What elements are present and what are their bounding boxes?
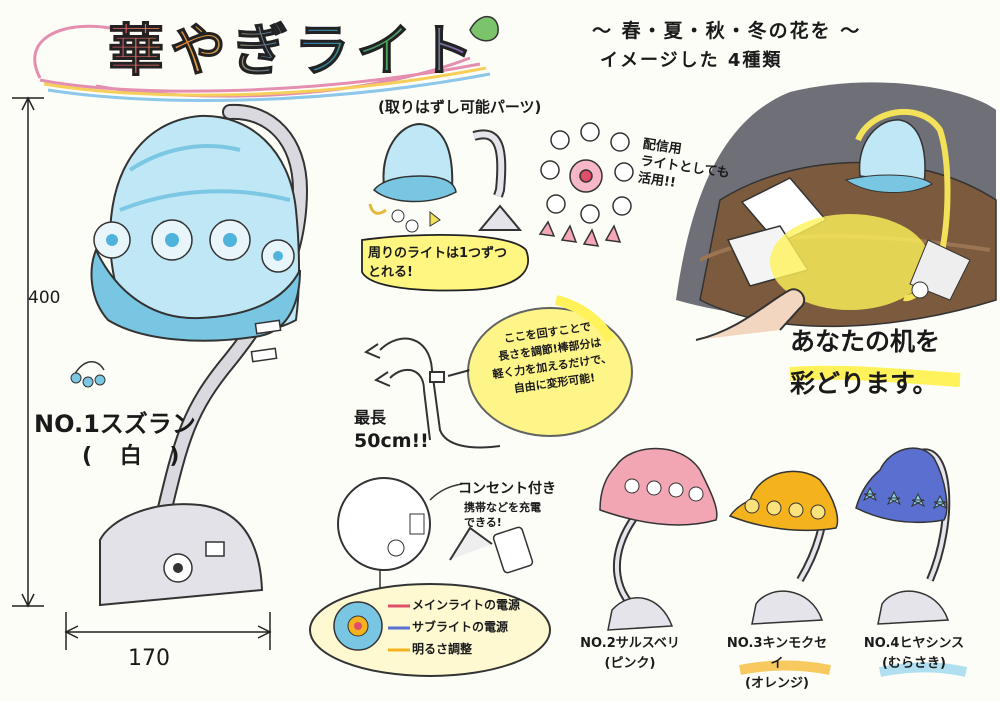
surrounding-lights-line-1: 周りのライトは1つずつ <box>368 246 508 261</box>
variant-lamp-3-illustration <box>728 470 839 625</box>
surrounding-lights-line-2: とれる! <box>368 265 413 280</box>
yellow-swoosh-decoration <box>554 295 615 343</box>
variant-2-model: NO.2サルスベリ <box>580 636 680 651</box>
variant-4-model: NO.4ヒヤシンス <box>863 636 965 651</box>
flower-ring-illustration <box>538 122 634 247</box>
variant-3-label-highlight <box>739 660 831 675</box>
main-light-power-label: メインライトの電源 <box>412 598 521 612</box>
page-title: 華やぎライト <box>107 6 480 87</box>
removable-pole-illustration <box>472 129 523 231</box>
title-swirl-decoration <box>33 16 499 103</box>
outlet-illustration <box>337 477 534 592</box>
variant-lamp-4-illustration <box>855 447 951 625</box>
variant-3-label: NO.3キンモクセイ (オレンジ) <box>722 634 832 694</box>
removable-shade-illustration <box>368 122 457 233</box>
width-dimension-label: 170 <box>128 646 170 671</box>
switch-panel-illustration <box>309 583 551 677</box>
adjust-note-bubble <box>467 307 633 437</box>
sub-light-power-label: サブライトの電源 <box>412 620 509 634</box>
max-length-value: 50cm!! <box>354 430 429 452</box>
main-lamp-illustration <box>90 103 309 607</box>
desk-message-line-2: 彩どります。 <box>790 369 938 398</box>
outlet-line-1: 携帯などを充電 <box>464 501 541 514</box>
desk-message-line-1: あなたの机を <box>790 327 941 356</box>
surrounding-lights-bubble <box>362 234 529 291</box>
max-length-label: 最長 <box>354 408 387 427</box>
surrounding-lights-note: 周りのライトは1つずつ とれる! <box>368 244 518 282</box>
desk-message-highlight <box>789 365 961 387</box>
lily-of-the-valley-icon <box>70 360 106 388</box>
desk-scene-illustration <box>676 82 997 341</box>
outlet-title: コンセント付き <box>458 481 556 497</box>
outlet-line-2: できる! <box>464 516 502 529</box>
height-dimension-label: 400 <box>28 288 61 308</box>
outlet-description: 携帯などを充電 できる! <box>464 500 541 530</box>
main-lamp-color-label: ( 白 ) <box>82 444 190 469</box>
removable-parts-label: (取りはずし可能パーツ) <box>378 98 542 116</box>
bend-arrows-illustration <box>363 337 501 449</box>
brightness-adjust-label: 明るさ調整 <box>412 642 473 656</box>
subtitle-four-types: イメージした 4種類 <box>600 50 783 71</box>
height-dimension-line <box>12 96 44 608</box>
width-dimension-line <box>64 612 272 650</box>
switch-panel-labels: メインライトの電源 サブライトの電源 明るさ調整 <box>412 594 520 660</box>
variant-4-label-highlight <box>879 662 968 677</box>
variant-2-color: (ピンク) <box>604 656 656 671</box>
main-lamp-model-label: NO.1スズラン <box>34 410 196 438</box>
variant-3-color: (オレンジ) <box>745 676 809 691</box>
variant-3-model: NO.3キンモクセイ <box>726 636 828 671</box>
variant-4-label: NO.4ヒヤシンス (むらさき) <box>858 634 970 674</box>
variant-lamp-2-illustration <box>599 447 718 631</box>
variant-4-color: (むらさき) <box>882 656 946 671</box>
subtitle-seasons: 〜 春・夏・秋・冬の花を 〜 <box>592 20 862 42</box>
variant-2-label: NO.2サルスベリ (ピンク) <box>575 634 685 674</box>
